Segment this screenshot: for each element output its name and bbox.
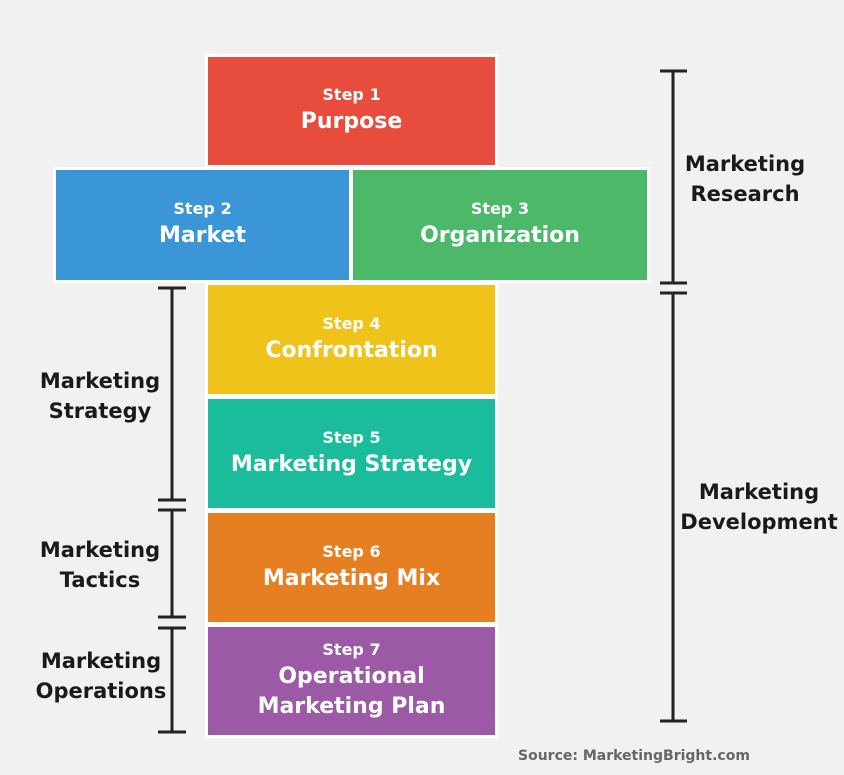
step-2-title: Market [158,223,247,248]
step-1-title: Purpose [300,109,403,134]
step-1-box: Step 1 Purpose [205,54,498,168]
step-6-box: Step 6 Marketing Mix [205,510,498,625]
step-6-title: Marketing Mix [262,565,441,591]
step-3-box: Step 3 Organization [350,167,650,283]
bracket-marketing-development [660,291,687,723]
step-5-box: Step 5 Marketing Strategy [205,396,498,511]
bracket-marketing-operations [158,626,186,734]
bracket-marketing-tactics [158,508,186,619]
step-6-number: Step 6 [322,541,381,561]
step-5-title: Marketing Strategy [230,451,473,477]
step-7-number: Step 7 [322,640,381,659]
step-4-title: Confrontation [265,337,438,363]
step-2-box: Step 2 Market [53,167,352,283]
step-5-number: Step 5 [322,427,381,447]
step-3-title: Organization [420,223,580,248]
step-4-box: Step 4 Confrontation [205,282,498,397]
step-3-number: Step 3 [470,199,530,218]
bracket-marketing-research [660,69,687,285]
source-credit: Source: MarketingBright.com [518,748,750,764]
step-7-box: Step 7 Operational Marketing Plan [205,624,498,738]
step-7-title: Operational Marketing Plan [257,664,446,719]
step-4-number: Step 4 [322,313,381,333]
step-2-number: Step 2 [173,199,232,218]
step-1-number: Step 1 [322,85,381,104]
bracket-marketing-strategy [158,286,186,502]
